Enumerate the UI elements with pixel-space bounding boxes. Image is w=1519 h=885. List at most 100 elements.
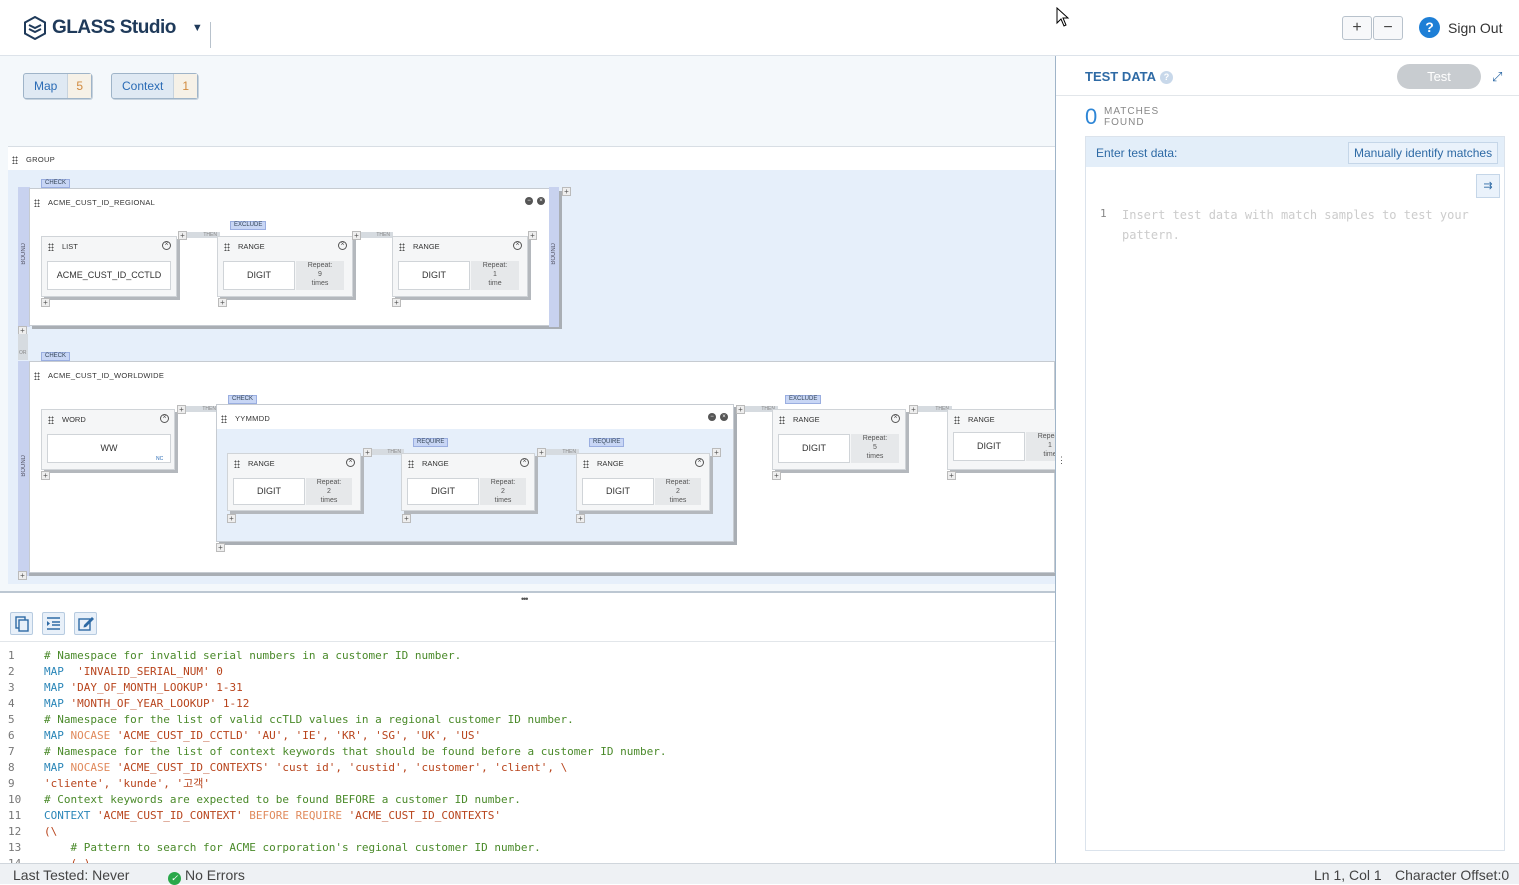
copy-button[interactable] (10, 612, 33, 635)
drag-handle-icon[interactable] (399, 243, 405, 252)
splitter-handle-icon[interactable]: ••• (521, 594, 529, 604)
repeat-box[interactable]: Repeat: 9 times (296, 261, 344, 290)
add-icon[interactable]: + (41, 471, 50, 480)
range-value[interactable]: DIGIT (233, 478, 305, 505)
remove-node-icon[interactable]: × (695, 458, 704, 467)
add-icon[interactable]: + (947, 471, 956, 480)
add-icon[interactable]: + (392, 298, 401, 307)
range-value[interactable]: DIGIT (582, 478, 654, 505)
range-node[interactable]: RANGE DIGIT Repeat: 1 time (947, 409, 1055, 470)
drag-handle-icon[interactable] (48, 243, 54, 252)
test-button[interactable]: Test (1397, 64, 1481, 89)
add-icon[interactable]: + (402, 514, 411, 523)
code-line[interactable]: 7# Namespace for the list of context key… (0, 744, 1055, 760)
remove-node-icon[interactable]: × (346, 458, 355, 467)
drag-handle-icon[interactable] (34, 199, 40, 208)
panel-resize-handle-icon[interactable]: ⋮ (1057, 455, 1066, 465)
range-value[interactable]: DIGIT (223, 261, 295, 290)
test-data-input[interactable]: Insert test data with match samples to t… (1122, 208, 1469, 242)
repeat-box[interactable]: Repeat: 1 time (471, 261, 519, 290)
range-node[interactable]: RANGE × DIGIT Repeat: 5 times (772, 409, 906, 470)
repeat-box[interactable]: Repeat: 2 times (306, 478, 352, 505)
repeat-box[interactable]: Repeat: 2 times (480, 478, 526, 505)
add-icon[interactable]: + (227, 514, 236, 523)
context-chip[interactable]: Context 1 (111, 73, 199, 99)
range-value[interactable]: DIGIT (778, 434, 850, 463)
add-icon[interactable]: + (772, 471, 781, 480)
word-node[interactable]: WORD × WW NC (41, 409, 175, 470)
test-data-box[interactable]: Enter test data: Manually identify match… (1085, 136, 1505, 851)
drag-handle-icon[interactable] (954, 416, 960, 425)
add-icon[interactable]: + (576, 514, 585, 523)
add-icon[interactable]: + (177, 405, 186, 414)
remove-node-icon[interactable]: × (891, 414, 900, 423)
app-logo[interactable]: GLASS Studio ▼ (24, 16, 203, 40)
range-node[interactable]: RANGE × DIGIT Repeat: 2 times (401, 453, 535, 511)
add-icon[interactable]: + (352, 231, 361, 240)
code-line[interactable]: 1# Namespace for invalid serial numbers … (0, 648, 1055, 664)
list-value[interactable]: ACME_CUST_ID_CCTLD (47, 261, 171, 290)
help-icon[interactable]: ? (1160, 71, 1174, 84)
code-line[interactable]: 13 # Pattern to search for ACME corporat… (0, 840, 1055, 856)
add-icon[interactable]: + (537, 448, 546, 457)
add-icon[interactable]: + (909, 405, 918, 414)
close-icon[interactable]: × (720, 413, 728, 421)
remove-node-icon[interactable]: × (338, 241, 347, 250)
drag-handle-icon[interactable] (583, 460, 589, 469)
add-icon[interactable]: + (216, 543, 225, 552)
group-header[interactable]: GROUP (8, 146, 1055, 170)
remove-node-icon[interactable]: × (160, 414, 169, 423)
drag-handle-icon[interactable] (234, 460, 240, 469)
word-wrap-button[interactable]: ⇉ (1476, 174, 1500, 198)
add-icon[interactable]: + (41, 298, 50, 307)
add-icon[interactable]: + (363, 448, 372, 457)
edit-button[interactable] (74, 612, 97, 635)
range-node[interactable]: RANGE × DIGIT Repeat: 2 times (576, 453, 710, 511)
code-line[interactable]: 12(\ (0, 824, 1055, 840)
add-icon[interactable]: + (736, 405, 745, 414)
zoom-out-button[interactable]: − (1373, 16, 1403, 40)
map-chip[interactable]: Map 5 (23, 73, 93, 99)
range-value[interactable]: DIGIT (407, 478, 479, 505)
close-icon[interactable]: × (537, 197, 545, 205)
range-node[interactable]: RANGE × DIGIT Repeat: 1 time (392, 236, 528, 297)
repeat-box[interactable]: Repeat: 2 times (655, 478, 701, 505)
add-icon[interactable]: + (562, 187, 571, 196)
collapse-icon[interactable]: − (525, 197, 533, 205)
collapse-icon[interactable]: − (708, 413, 716, 421)
drag-handle-icon[interactable] (221, 415, 227, 424)
add-icon[interactable]: + (528, 231, 537, 240)
pane-splitter[interactable] (0, 591, 1055, 593)
remove-node-icon[interactable]: × (162, 241, 171, 250)
drag-handle-icon[interactable] (48, 416, 54, 425)
drag-handle-icon[interactable] (12, 156, 18, 165)
remove-node-icon[interactable]: × (513, 241, 522, 250)
sign-out-link[interactable]: Sign Out (1448, 20, 1503, 36)
expand-icon[interactable]: ⤢ (1492, 69, 1503, 84)
range-value[interactable]: DIGIT (398, 261, 470, 290)
remove-node-icon[interactable]: × (520, 458, 529, 467)
add-icon[interactable]: + (178, 231, 187, 240)
drag-handle-icon[interactable] (34, 372, 40, 381)
drag-handle-icon[interactable] (408, 460, 414, 469)
drag-handle-icon[interactable] (779, 416, 785, 425)
code-line[interactable]: 5# Namespace for the list of valid ccTLD… (0, 712, 1055, 728)
repeat-box[interactable]: Repeat: 5 times (851, 434, 899, 463)
range-value[interactable]: DIGIT (953, 432, 1025, 461)
list-node[interactable]: LIST × ACME_CUST_ID_CCTLD (41, 236, 177, 297)
drag-handle-icon[interactable] (224, 243, 230, 252)
zoom-in-button[interactable]: + (1342, 16, 1372, 40)
code-editor[interactable]: 1# Namespace for invalid serial numbers … (0, 648, 1055, 863)
range-node[interactable]: RANGE × DIGIT Repeat: 2 times (227, 453, 361, 511)
add-icon[interactable]: + (218, 298, 227, 307)
repeat-box[interactable]: Repeat: 1 time (1026, 432, 1055, 461)
add-icon[interactable]: + (18, 571, 27, 580)
caret-down-icon[interactable]: ▼ (191, 22, 203, 34)
word-value[interactable]: WW (47, 434, 171, 463)
